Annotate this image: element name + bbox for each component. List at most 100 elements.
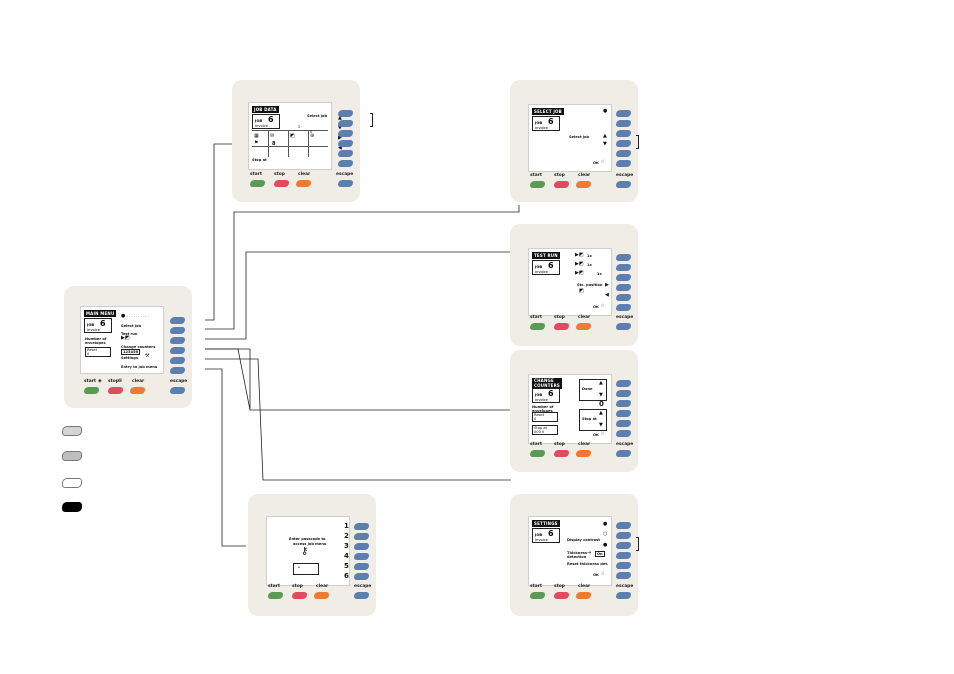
passcode-entry-box[interactable]: * [293, 563, 319, 575]
menu-item-select-job[interactable]: Select job [121, 324, 142, 328]
side-key-5[interactable] [354, 563, 369, 570]
side-key-1[interactable] [616, 522, 631, 529]
side-key-1[interactable] [170, 317, 185, 324]
select-job-panel: SELECT JOB JOB 6 Invoice ● Select job ▲ … [510, 80, 639, 202]
stop-button[interactable] [554, 181, 569, 188]
escape-label: escape [170, 379, 188, 384]
side-key-5[interactable] [616, 150, 631, 157]
change-counters-screen: CHANGE COUNTERS JOB 6 Invoice Number of … [528, 374, 612, 444]
side-key-2[interactable] [616, 120, 631, 127]
side-key-5[interactable] [616, 294, 631, 301]
counter-digits: 123456 [121, 349, 141, 355]
menu-item-settings[interactable]: Settings [121, 356, 138, 360]
start-button[interactable] [250, 180, 265, 187]
stop-at-value: 000 0 [534, 429, 545, 434]
side-key-3[interactable] [616, 542, 631, 549]
on-off-toggle[interactable]: On [595, 551, 605, 557]
escape-button[interactable] [338, 180, 353, 187]
side-key-1[interactable] [354, 523, 369, 530]
clear-button[interactable] [576, 181, 591, 188]
escape-button[interactable] [616, 181, 631, 188]
start-button[interactable] [530, 181, 545, 188]
side-key-6[interactable] [170, 367, 185, 374]
wire-change-counters [205, 348, 511, 411]
side-key-3[interactable] [616, 130, 631, 137]
clear-button[interactable] [576, 450, 591, 457]
side-key-4[interactable] [616, 410, 631, 417]
job-name: Invoice [255, 123, 268, 128]
start-button[interactable] [268, 592, 283, 599]
clear-button[interactable] [296, 180, 311, 187]
side-key-4[interactable] [354, 553, 369, 560]
wire-settings [205, 358, 511, 481]
side-key-2[interactable] [338, 120, 353, 127]
side-key-4[interactable] [616, 284, 631, 291]
side-key-3[interactable] [338, 130, 353, 137]
job-box: JOB 6 Invoice [532, 528, 560, 543]
escape-button[interactable] [616, 592, 631, 599]
side-key-5[interactable] [616, 562, 631, 569]
side-key-5[interactable] [170, 357, 185, 364]
side-key-4[interactable] [616, 140, 631, 147]
side-key-2[interactable] [354, 533, 369, 540]
clear-button[interactable] [576, 323, 591, 330]
side-key-1[interactable] [616, 254, 631, 261]
stop-button[interactable] [274, 180, 289, 187]
escape-button[interactable] [170, 387, 185, 394]
clear-button[interactable] [576, 592, 591, 599]
contrast-dark-icon: ● [603, 521, 608, 527]
flag-icon: ⚑ [254, 140, 259, 146]
side-key-1[interactable] [338, 110, 353, 117]
side-key-3[interactable] [616, 274, 631, 281]
side-key-2[interactable] [616, 390, 631, 397]
stop-button[interactable] [554, 450, 569, 457]
start-label: start [530, 442, 542, 447]
change-counters-panel: CHANGE COUNTERS JOB 6 Invoice Number of … [510, 350, 638, 472]
stop-button[interactable] [554, 323, 569, 330]
stop-button[interactable] [108, 387, 123, 394]
side-key-5[interactable] [338, 150, 353, 157]
start-button[interactable] [530, 592, 545, 599]
escape-button[interactable] [616, 450, 631, 457]
side-key-3[interactable] [616, 400, 631, 407]
side-key-1[interactable] [616, 380, 631, 387]
side-key-5[interactable] [616, 420, 631, 427]
start-button[interactable] [530, 450, 545, 457]
escape-label: escape [616, 173, 634, 178]
menu-item-entry-job-menu[interactable]: Entry to job menu [121, 365, 158, 369]
clear-button[interactable] [130, 387, 145, 394]
side-key-1[interactable] [616, 110, 631, 117]
test-run-screen: TEST RUN JOB 6 Invoice ▶◩ 1x ▶◩ 1x ▶◩ 1x… [528, 248, 612, 316]
side-key-4[interactable] [338, 140, 353, 147]
side-key-4[interactable] [170, 347, 185, 354]
menu-item-change-counters[interactable]: Change counters [121, 345, 156, 349]
side-key-2[interactable] [170, 327, 185, 334]
side-key-6[interactable] [338, 160, 353, 167]
side-key-6[interactable] [616, 160, 631, 167]
menu-item-test-run[interactable]: Test run [121, 332, 138, 336]
start-button[interactable] [530, 323, 545, 330]
escape-button[interactable] [616, 323, 631, 330]
stop-button[interactable] [554, 592, 569, 599]
hand-icon: ☝ [601, 431, 605, 437]
side-key-3[interactable] [354, 543, 369, 550]
side-key-3[interactable] [170, 337, 185, 344]
side-key-2[interactable] [616, 264, 631, 271]
side-key-6[interactable] [354, 573, 369, 580]
stop-button[interactable] [292, 592, 307, 599]
escape-button[interactable] [354, 592, 369, 599]
start-button[interactable] [84, 387, 99, 394]
side-key-6[interactable] [616, 572, 631, 579]
side-key-2[interactable] [616, 532, 631, 539]
clear-button[interactable] [314, 592, 329, 599]
hand-icon: ☝ [601, 159, 605, 165]
side-key-6[interactable] [616, 430, 631, 437]
display-contrast-label: Display contrast [567, 538, 600, 542]
thickness-label-2: detection [567, 555, 587, 559]
side-key-4[interactable] [616, 552, 631, 559]
side-key-6[interactable] [616, 304, 631, 311]
clear-label: clear [578, 442, 591, 447]
main-menu-panel: MAIN MENU JOB 6 Invoice ● · · · · · · · … [64, 286, 192, 408]
envelope-icon: ✉ [270, 133, 275, 139]
clear-label: clear [578, 315, 591, 320]
